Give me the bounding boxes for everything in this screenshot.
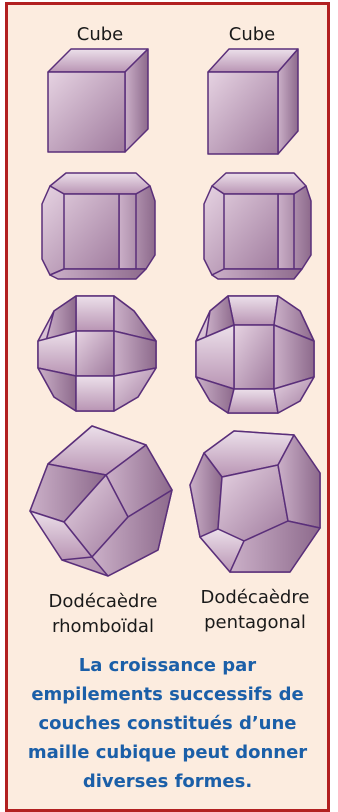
caption-line: maille cubique peut donner: [8, 738, 327, 767]
cube-left: [48, 49, 148, 152]
figure-frame: Cube Cube Dodécaèdre rhomboïdal Dodécaèd…: [5, 2, 330, 812]
label-cube-left: Cube: [60, 23, 140, 46]
label-rhombic-line1: Dodécaèdre: [28, 590, 178, 613]
truncated-cube-left: [42, 173, 155, 279]
truncated-octahedron-right: [196, 296, 314, 413]
caption-line: diverses formes.: [8, 767, 327, 796]
label-pentagonal-line2: pentagonal: [180, 611, 330, 634]
truncated-cube-right: [204, 173, 311, 279]
caption-line: couches constitués d’une: [8, 709, 327, 738]
label-pentagonal-line1: Dodécaèdre: [180, 586, 330, 609]
rhombic-dodecahedron: [30, 426, 172, 576]
caption-line: empilements successifs de: [8, 680, 327, 709]
cube-right: [208, 49, 298, 154]
figure-caption: La croissance par empilements successifs…: [8, 651, 327, 796]
label-rhombic-line2: rhomboïdal: [28, 615, 178, 638]
label-cube-right: Cube: [212, 23, 292, 46]
truncated-octahedron-left: [38, 296, 156, 411]
caption-line: La croissance par: [8, 651, 327, 680]
pentagonal-dodecahedron: [190, 431, 320, 572]
